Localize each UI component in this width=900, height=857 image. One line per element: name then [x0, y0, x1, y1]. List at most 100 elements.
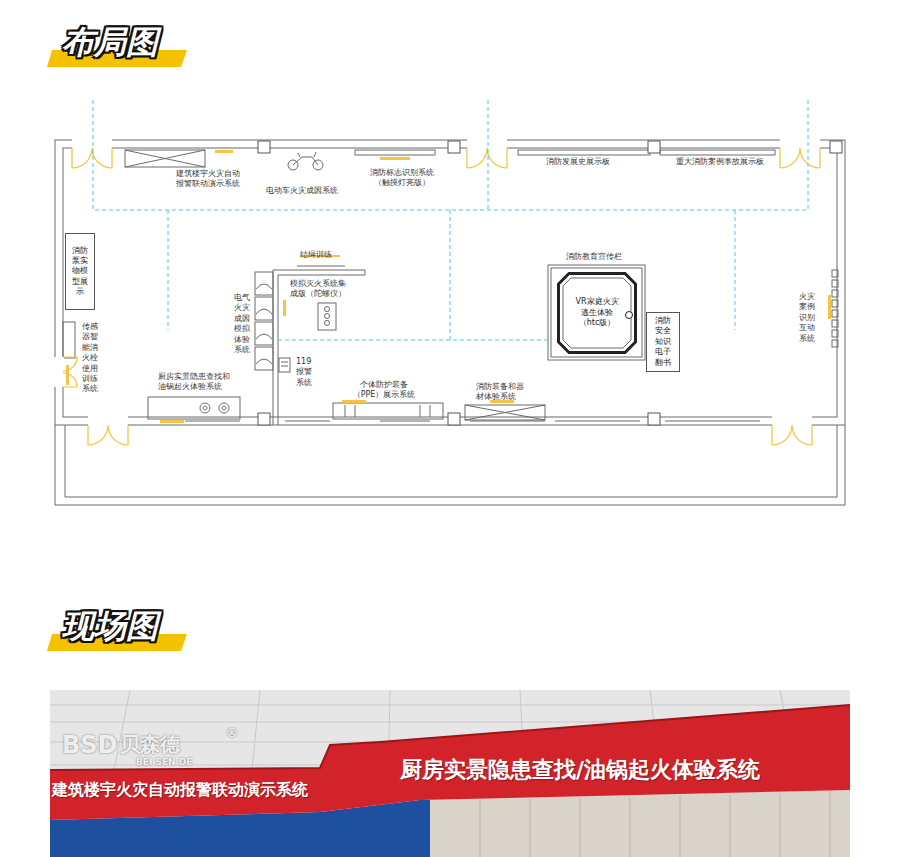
layout-shape: [88, 416, 128, 426]
layout-shape: [832, 290, 838, 297]
node-text: 消防安全知识电子翻书: [655, 316, 672, 368]
layout-shape: [219, 403, 229, 413]
layout-shape: [318, 303, 336, 330]
plan-label: 个体防护装备 （PPE）展示系统: [348, 380, 420, 401]
layout-shape: [125, 150, 205, 167]
exhibit-box: 消防泵实物模型展示: [65, 233, 95, 310]
plan-label: 重大消防案例事故展示板: [676, 157, 764, 167]
layout-shape: [258, 413, 270, 425]
layout-shape: [830, 141, 842, 153]
layout-shape: [832, 320, 838, 327]
banner-text: 厨房实景隐患查找/油锅起火体验系统: [400, 755, 760, 785]
plan-label: 结绳训练: [300, 250, 332, 260]
layout-shape: [55, 425, 845, 505]
node-text: 消防泵实物模型展示: [72, 246, 89, 298]
layout-shape: [772, 425, 812, 445]
layout-shape: [467, 148, 507, 168]
layout-shape: [297, 266, 345, 267]
plan-label: 传感器智能消火栓使用训练系统: [82, 322, 99, 395]
section-heading: 现场图: [62, 606, 158, 648]
layout-shape: [325, 321, 330, 326]
plan-label: 消防发展史展示板: [546, 157, 610, 167]
layout-shape: [518, 150, 650, 155]
booth-sensor: [626, 312, 633, 319]
layout-shape: [832, 300, 838, 307]
photo-panel-wall: [430, 790, 850, 857]
layout-shape: [465, 405, 545, 420]
layout-shape: [380, 157, 410, 160]
layout-shape: [160, 420, 184, 423]
exhibit-box: 消防安全知识电子翻书: [646, 312, 680, 372]
plan-label: 火灾案例识别互动系统: [799, 292, 816, 344]
layout-shape: [832, 330, 838, 337]
plan-label: 119 报警系统: [296, 357, 314, 388]
layout-shape: [345, 405, 430, 417]
photo-banner: 建筑楼宇火灾自动报警联动演示系统 厨房实景隐患查找/油锅起火体验系统: [50, 700, 850, 822]
light-marks: [66, 150, 831, 423]
node-text: VR家庭火灾逃生体验（htc版）: [575, 297, 619, 328]
layout-shape: [203, 406, 207, 410]
layout-shape: [465, 405, 545, 420]
booth-inner-line: [563, 278, 631, 348]
doors: [63, 148, 820, 445]
layout-shape: [325, 314, 330, 319]
layout-shape: [355, 150, 435, 155]
panel-joints: [480, 791, 830, 857]
layout-shape: [780, 148, 820, 168]
layout-shape: [222, 406, 226, 410]
layout-shape: [772, 416, 812, 426]
layout-shape: [215, 150, 233, 153]
photo-ceiling: [50, 690, 850, 857]
layout-shape: [66, 365, 69, 385]
layout-shape: [648, 413, 660, 425]
layout-shape: [293, 152, 318, 165]
layout-shape: [480, 791, 830, 857]
watermark: BSD: [62, 730, 118, 761]
watermark: BEI SEN DE: [136, 757, 192, 769]
plan-label: 模拟灭火系统集成版（陀螺仪）: [290, 279, 348, 300]
layout-shape: [325, 307, 330, 312]
watermark: ®: [226, 726, 238, 742]
layout-shape: [63, 322, 75, 358]
layout-shape: [342, 400, 366, 403]
layout-shape: [467, 139, 507, 149]
layout-shape: [258, 141, 270, 153]
layout-shape: [88, 425, 128, 445]
layout-shape: [72, 148, 112, 168]
layout-shape: [148, 397, 240, 419]
layout-shape: [448, 141, 460, 153]
layout-shape: [283, 300, 286, 316]
layout-shape: [551, 268, 642, 357]
vr-booth: VR家庭火灾逃生体验（htc版）: [557, 272, 637, 354]
wall-panel-marks: [832, 270, 838, 347]
pillars: [258, 141, 842, 425]
layout-shape: [660, 150, 775, 155]
plan-label: 电动车火灾成因系统: [266, 186, 338, 196]
layout-shape: [72, 139, 112, 149]
red-band: [50, 705, 850, 820]
layout-shape: [125, 150, 205, 167]
layout-shape: [648, 141, 660, 153]
layout-shape: [279, 358, 290, 372]
layout-shape: [448, 413, 460, 425]
watermark: 贝森德: [120, 731, 180, 757]
section-heading: 布局图: [62, 22, 158, 64]
booth-wall: [559, 274, 636, 353]
plan-label: 消防教育宣传栏: [566, 252, 622, 262]
layout-shape: [54, 357, 64, 387]
layout-shape: [200, 403, 210, 413]
plan-label: 厨房实景隐患查找和油锅起火体验系统: [158, 372, 232, 393]
layout-shape: [832, 310, 838, 317]
layout-shape: [828, 295, 831, 319]
door-openings: [54, 139, 820, 426]
layout-shape: [185, 421, 760, 422]
layout-shape: [832, 280, 838, 287]
layout-shape: [256, 284, 272, 364]
plan-label: 消防装备和器材体验系统: [476, 382, 526, 403]
layout-shape: [281, 362, 288, 366]
layout-shape: [548, 265, 645, 360]
plan-label: 消防标志识别系统 （触摸灯亮版）: [362, 168, 442, 189]
banner-text: 建筑楼宇火灾自动报警联动演示系统: [52, 780, 308, 801]
layout-shape: [832, 340, 838, 347]
